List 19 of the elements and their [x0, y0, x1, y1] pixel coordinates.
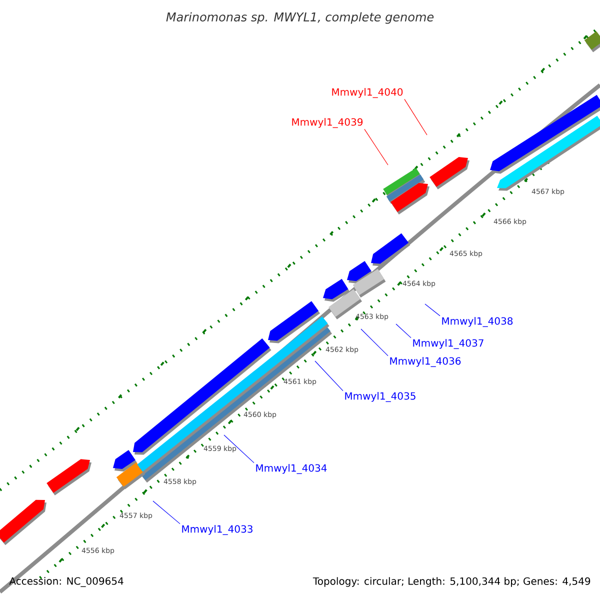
gene-label: Mmwyl1_4037: [413, 339, 484, 349]
accession-text: Accession: NC_009654: [9, 577, 124, 587]
gene-label: Mmwyl1_4035: [345, 392, 416, 402]
gene-label: Mmwyl1_4034: [256, 464, 327, 474]
leader-line: [224, 434, 254, 464]
gene-label: Mmwyl1_4039: [292, 118, 363, 128]
leader-line: [152, 500, 180, 524]
leader-line: [396, 324, 412, 338]
leader-line: [424, 304, 440, 316]
leader-line: [364, 128, 388, 166]
title: Marinomonas sp. MWYL1, complete genome: [166, 12, 434, 24]
genome-summary-text: Topology: circular; Length: 5,100,344 bp; Genes: 4,549: [312, 577, 590, 587]
leader-line: [314, 360, 344, 392]
leader-line: [404, 98, 428, 136]
leader-line: [360, 328, 388, 356]
gene-label: Mmwyl1_4036: [390, 357, 461, 367]
gene-label: Mmwyl1_4033: [182, 525, 252, 535]
gene-label: Mmwyl1_4040: [332, 88, 403, 98]
gene-label: Mmwyl1_4038: [442, 317, 513, 327]
